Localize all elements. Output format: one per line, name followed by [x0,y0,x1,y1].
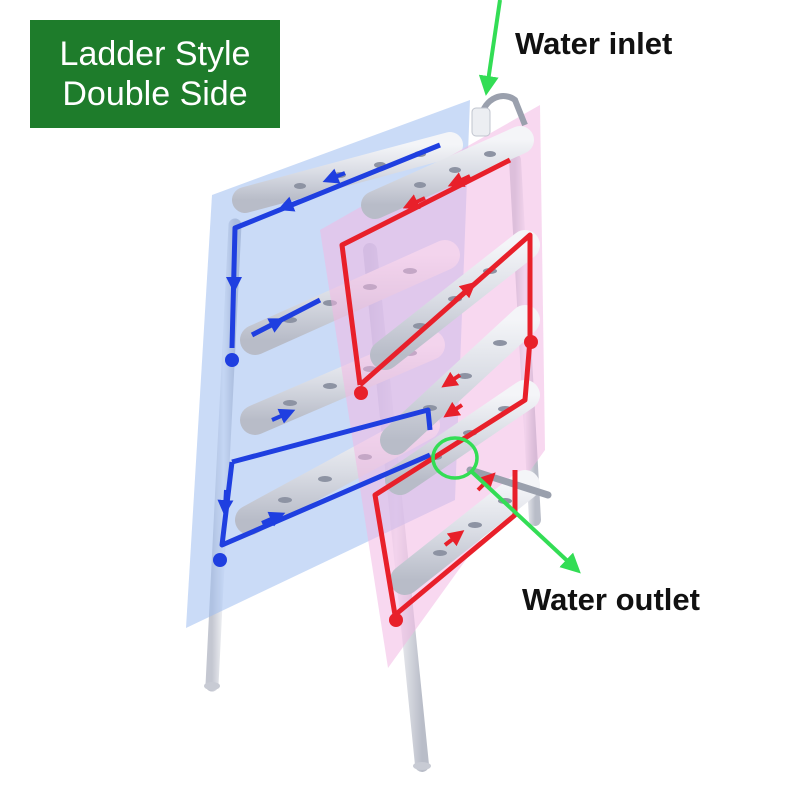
red-arrow-5 [443,401,464,418]
blue-arrow-6 [217,489,234,516]
blue-drain-point-lower [213,553,227,567]
red-flow-line-top [339,157,512,386]
blue-flow-line-top [229,142,441,349]
red-flow-line-second [358,232,533,387]
title-badge: Ladder Style Double Side [30,20,280,128]
right-leg-foot [413,762,431,770]
title-line-1: Ladder Style [59,35,251,73]
red-arrow-1 [447,172,471,187]
red-drain-point-upper [354,386,368,400]
red-flow-line-third [372,339,533,616]
red-drain-point-lower [389,613,403,627]
blue-arrow-4 [261,318,286,333]
outlet-callout-arrow [470,470,581,574]
inlet-callout-arrow [478,0,502,96]
outlet-highlight-circle [431,436,479,480]
blue-arrow-5 [271,408,296,424]
red-arrow-4 [441,371,462,388]
left-leg-foot [204,682,220,690]
red-arrow-2 [402,194,426,209]
right-pipe-1 [361,126,534,219]
blue-flow-line-middle [231,407,433,465]
blue-drain-point-upper [225,353,239,367]
red-arrow-6 [443,530,465,547]
blue-arrow-7 [261,511,286,527]
red-drain-point-right [524,335,538,349]
red-flow-line-bottom [393,470,518,617]
water-outlet-label: Water outlet [522,582,700,617]
callouts [431,0,581,574]
blue-arrow-1 [322,168,346,184]
blue-arrow-2 [277,196,301,212]
right-flow-path [339,157,538,627]
left-flow-path [213,142,441,567]
red-arrow-3 [453,281,477,302]
blue-flow-line-bottom [219,452,431,548]
water-inlet-label: Water inlet [515,26,673,61]
title-line-2: Double Side [62,75,248,113]
right-pipe-3 [380,305,540,455]
inlet-fitting [471,107,491,137]
